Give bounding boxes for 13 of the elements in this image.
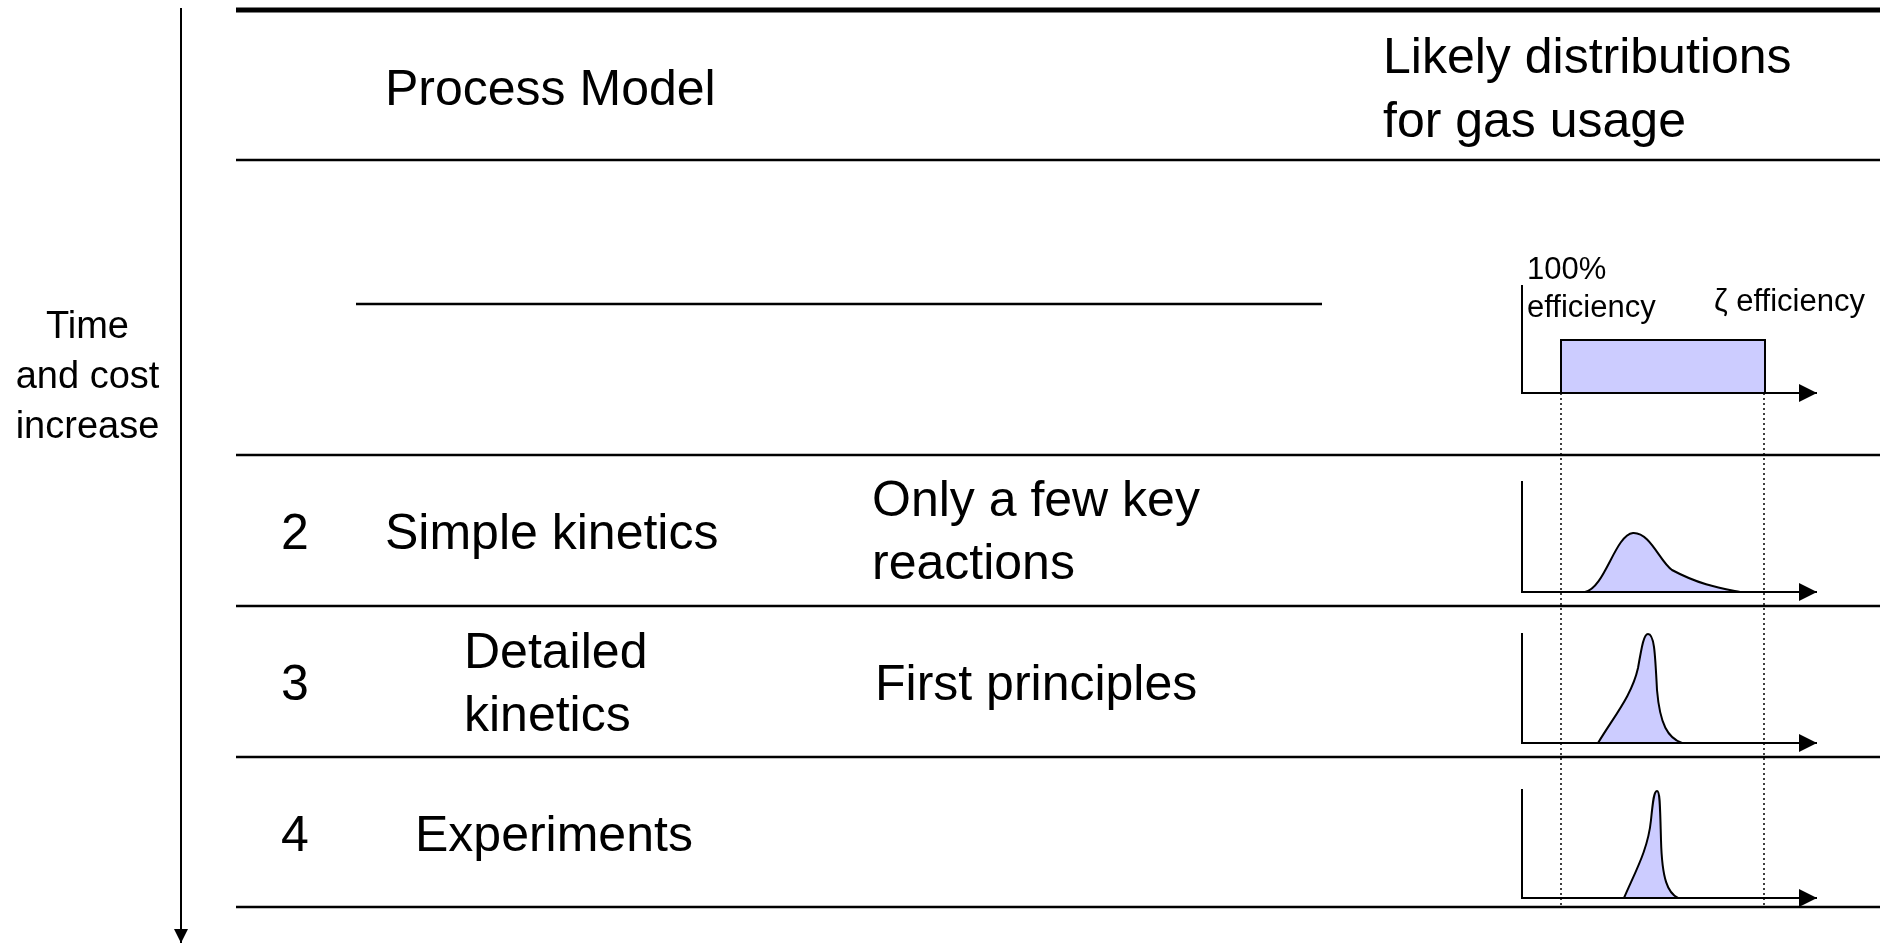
axis-label: ζ efficiency <box>1714 282 1865 320</box>
row-number: 3 <box>281 654 309 713</box>
column-header: Likely distributions for gas usage <box>1383 27 1793 150</box>
axis-label: 100% efficiency <box>1527 250 1657 326</box>
row-label: Experiments <box>415 805 693 864</box>
axis-caption: Time and cost increase <box>14 303 161 448</box>
column-header: Process Model <box>385 59 716 118</box>
cell-text: Only a few key reactions <box>872 470 1201 592</box>
row-label: Detailed kinetics <box>464 622 649 744</box>
row-label: Simple kinetics <box>385 503 719 562</box>
row-number: 4 <box>281 805 309 864</box>
cell-text: First principles <box>875 654 1198 713</box>
row-number: 2 <box>281 503 309 562</box>
